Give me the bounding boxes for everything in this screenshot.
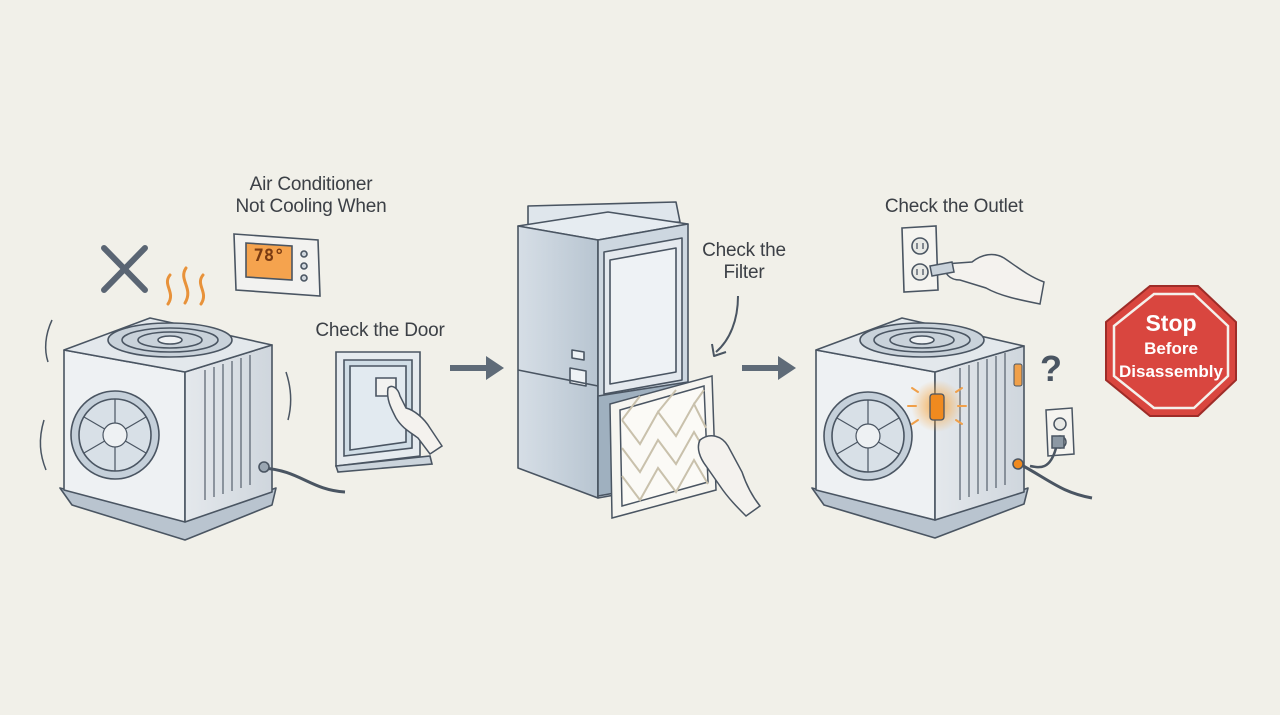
thermostat-icon (233, 233, 321, 297)
indicator-light-icon (907, 363, 1023, 432)
hand-icon (386, 385, 444, 456)
filter-label-line-1: Check the (702, 240, 786, 261)
ac-unit-left-icon (59, 317, 346, 541)
arrow-right-icon (742, 356, 796, 380)
diagram-title: Air Conditioner Not Cooling When (226, 174, 396, 218)
stop-sign-line-1: Stop (1145, 310, 1197, 336)
window-door-icon (334, 351, 434, 473)
x-mark-icon (101, 245, 148, 293)
arrow-right-icon (450, 356, 504, 380)
title-line-2: Not Cooling When (235, 196, 387, 217)
title-line-1: Air Conditioner (249, 174, 373, 195)
hand-icon (697, 435, 762, 517)
step-check-door-label: Check the Door (315, 320, 445, 341)
vibration-lines-icon (39, 319, 292, 471)
wall-outlet-icon (901, 225, 939, 293)
heat-waves-icon (165, 266, 206, 306)
stop-sign-icon (1105, 285, 1237, 417)
pointer-arrow-icon (711, 295, 739, 357)
air-filter-icon (609, 375, 717, 519)
step-check-outlet-label: Check the Outlet (884, 196, 1024, 217)
stop-sign-line-2: Before (1144, 339, 1198, 358)
thermostat-reading: 78° (253, 246, 285, 266)
stop-sign-line-3: Disassembly (1119, 362, 1223, 381)
hand-icon (929, 253, 1045, 305)
filter-label-line-2: Filter (723, 262, 765, 283)
wall-outlet-icon (1012, 407, 1093, 500)
ac-unit-right-icon (811, 317, 1029, 539)
question-mark-icon: ? (1040, 348, 1062, 389)
step-check-filter-label: Check the Filter (690, 240, 798, 284)
